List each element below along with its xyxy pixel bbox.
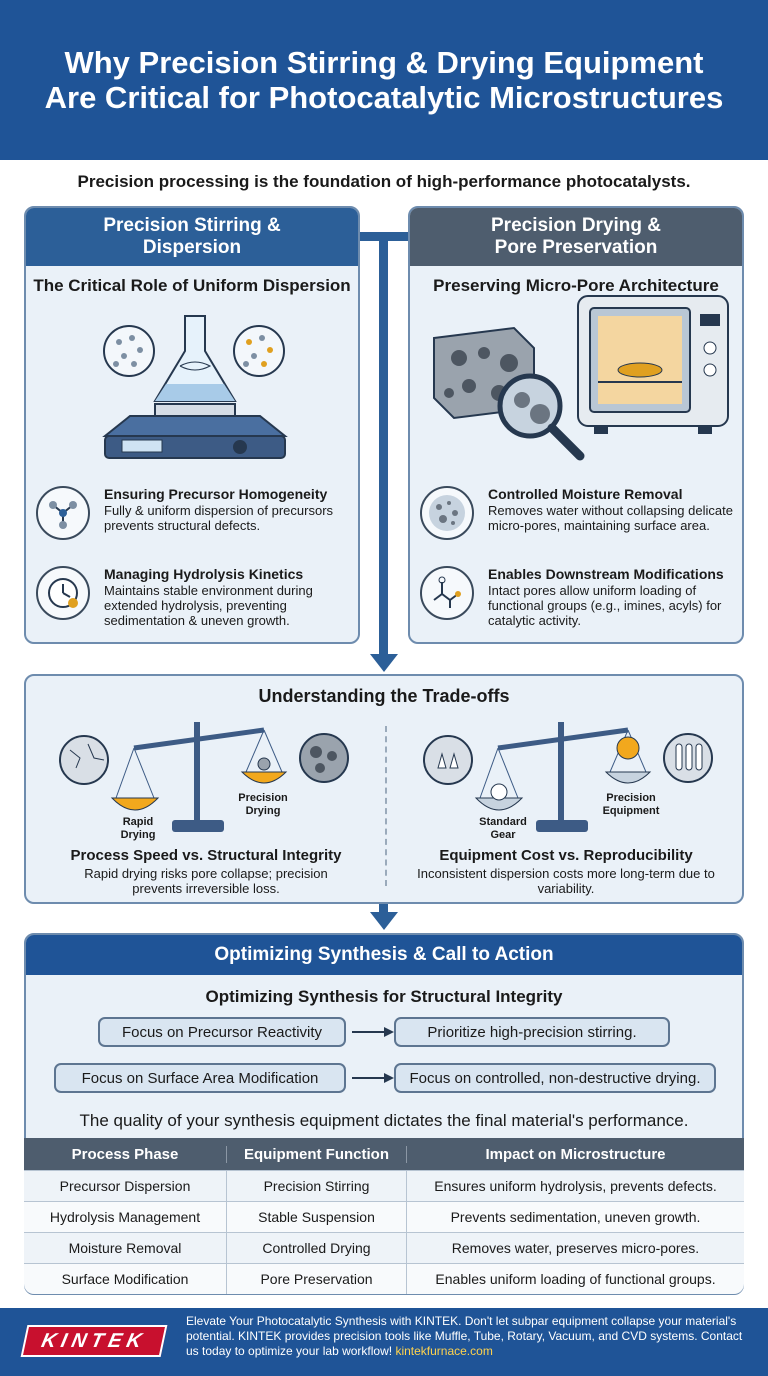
drying-oven-icon — [577, 295, 729, 434]
drying-panel-header: Precision Drying & Pore Preservation — [410, 208, 742, 266]
scale-label-precision-equipment: Precision Equipment — [602, 792, 660, 817]
page-title: Why Precision Stirring & Drying Equipmen… — [44, 45, 724, 115]
connector-vertical-top — [379, 232, 388, 657]
feature-description: Fully & uniform dispersion of precursors… — [104, 503, 334, 533]
table-cell: Prevents sedimentation, uneven growth. — [406, 1201, 744, 1233]
table-cell: Stable Suspension — [226, 1201, 406, 1233]
synthesis-panel-header: Optimizing Synthesis & Call to Action — [26, 935, 742, 975]
feature-moisture-removal: Controlled Moisture Removal Removes wate… — [420, 486, 740, 540]
table-row: Surface Modification Pore Preservation E… — [24, 1263, 744, 1294]
tradeoff-title: Equipment Cost vs. Reproducibility — [439, 847, 693, 864]
feature-downstream-modifications: Enables Downstream Modifications Intact … — [420, 566, 740, 628]
table-header-cell: Impact on Microstructure — [406, 1145, 744, 1163]
clock-icon — [36, 566, 90, 620]
table-cell: Removes water, preserves micro-pores. — [406, 1232, 744, 1264]
connector-vertical-mid — [379, 904, 388, 914]
balance-scale-icon — [423, 722, 713, 832]
arrow-down-icon — [370, 654, 398, 672]
feature-title: Controlled Moisture Removal — [488, 486, 683, 502]
table-cell: Precursor Dispersion — [59, 1178, 191, 1194]
table-header-row: Process Phase Equipment Function Impact … — [24, 1138, 744, 1170]
balance-scale-icon — [59, 722, 349, 832]
footer-message: Elevate Your Photocatalytic Synthesis wi… — [186, 1314, 743, 1358]
quality-statement: The quality of your synthesis equipment … — [79, 1111, 689, 1130]
feature-description: Intact pores allow uniform loading of fu… — [488, 583, 722, 628]
feature-description: Maintains stable environment during exte… — [104, 583, 313, 628]
feature-title: Managing Hydrolysis Kinetics — [104, 566, 304, 582]
action-controlled-drying: Focus on controlled, non-destructive dry… — [394, 1063, 716, 1093]
table-cell: Precision Stirring — [226, 1170, 406, 1202]
table-cell: Controlled Drying — [226, 1232, 406, 1264]
molecule-icon — [36, 486, 90, 540]
tradeoffs-panel: Understanding the Trade-offs Rapid Dryin… — [24, 674, 744, 904]
drying-panel: Precision Drying & Pore Preservation Pre… — [408, 206, 744, 644]
summary-table-wrap: Process Phase Equipment Function Impact … — [24, 1138, 744, 1294]
page-subtitle: Precision processing is the foundation o… — [77, 172, 691, 191]
stirring-panel: Precision Stirring & Dispersion The Crit… — [24, 206, 360, 644]
magnifier-icon — [497, 373, 585, 461]
table-cell: Surface Modification — [61, 1271, 189, 1287]
feature-precursor-homogeneity: Ensuring Precursor Homogeneity Fully & u… — [36, 486, 356, 540]
tradeoffs-divider — [385, 726, 387, 886]
drying-panel-subheader: Preserving Micro-Pore Architecture — [433, 276, 719, 295]
scale-label-standard-gear: Standard Gear — [479, 816, 527, 841]
arrow-right-icon — [352, 1027, 394, 1037]
footer-text: Elevate Your Photocatalytic Synthesis wi… — [186, 1314, 746, 1359]
table-header-cell: Process Phase — [71, 1145, 179, 1163]
title-banner: Why Precision Stirring & Drying Equipmen… — [0, 0, 768, 160]
focus-precursor-reactivity: Focus on Precursor Reactivity — [98, 1017, 346, 1047]
stirring-panel-header: Precision Stirring & Dispersion — [26, 208, 358, 266]
particles-icon — [103, 325, 155, 377]
feature-hydrolysis-kinetics: Managing Hydrolysis Kinetics Maintains s… — [36, 566, 356, 628]
table-row: Precursor Dispersion Precision Stirring … — [24, 1170, 744, 1202]
feature-description: Removes water without collapsing delicat… — [488, 503, 733, 533]
table-header-cell: Equipment Function — [226, 1145, 406, 1163]
action-high-precision-stirring: Prioritize high-precision stirring. — [394, 1017, 670, 1047]
table-cell: Enables uniform loading of functional gr… — [406, 1263, 744, 1294]
summary-table: Process Phase Equipment Function Impact … — [24, 1138, 744, 1294]
table-cell: Pore Preservation — [226, 1263, 406, 1294]
table-row: Moisture Removal Controlled Drying Remov… — [24, 1232, 744, 1264]
kintek-logo[interactable]: KINTEK — [20, 1325, 168, 1357]
porous-surface-icon — [420, 486, 474, 540]
synthesis-subheader: Optimizing Synthesis for Structural Inte… — [205, 987, 563, 1006]
scale-label-precision-drying: Precision Drying — [238, 792, 288, 817]
table-cell: Hydrolysis Management — [49, 1209, 201, 1225]
particles-icon — [233, 325, 285, 377]
scale-label-rapid-drying: Rapid Drying — [120, 816, 156, 841]
focus-surface-area-modification: Focus on Surface Area Modification — [54, 1063, 346, 1093]
footer-banner: KINTEK Elevate Your Photocatalytic Synth… — [0, 1308, 768, 1376]
arrow-down-icon — [370, 912, 398, 930]
tradeoffs-title: Understanding the Trade-offs — [258, 686, 510, 706]
feature-title: Ensuring Precursor Homogeneity — [104, 486, 328, 502]
tradeoff-description: Inconsistent dispersion costs more long-… — [417, 866, 715, 896]
table-row: Hydrolysis Management Stable Suspension … — [24, 1201, 744, 1233]
tradeoff-title: Process Speed vs. Structural Integrity — [70, 847, 342, 864]
website-link[interactable]: kintekfurnace.com — [395, 1344, 493, 1358]
arrow-right-icon — [352, 1073, 394, 1083]
magnetic-stirrer-icon — [102, 315, 288, 459]
table-cell: Moisture Removal — [68, 1240, 182, 1256]
chemical-structure-icon — [420, 566, 474, 620]
tradeoff-description: Rapid drying risks pore collapse; precis… — [84, 866, 328, 896]
stirring-panel-subheader: The Critical Role of Uniform Dispersion — [33, 276, 351, 295]
table-cell: Ensures uniform hydrolysis, prevents def… — [406, 1170, 744, 1202]
feature-title: Enables Downstream Modifications — [488, 566, 724, 582]
